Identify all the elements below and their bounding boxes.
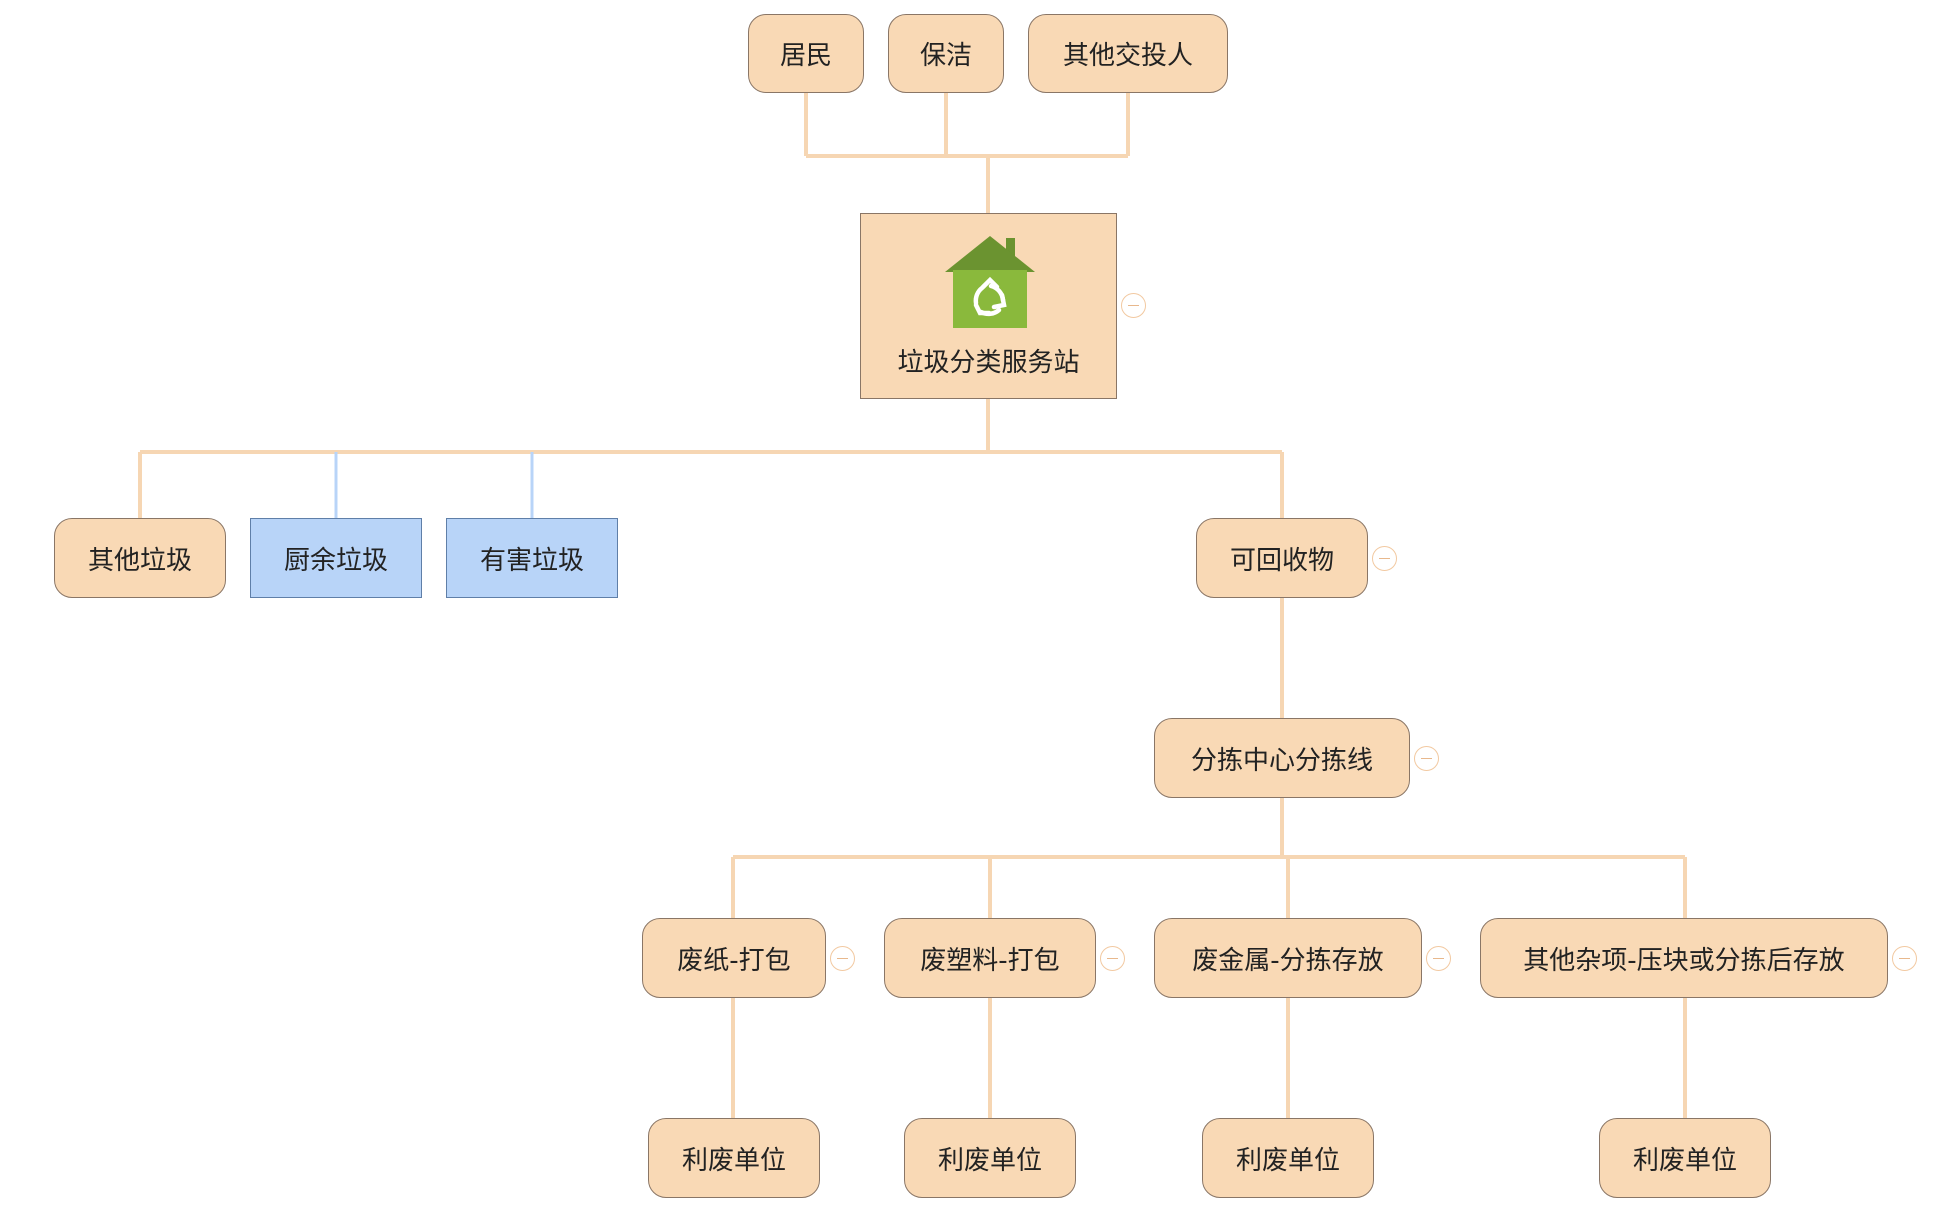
- collapse-toggle-sorting-center[interactable]: [1414, 746, 1439, 771]
- category-node-kitchen-waste[interactable]: 厨余垃圾: [250, 518, 422, 598]
- collapse-toggle-center[interactable]: [1121, 293, 1146, 318]
- process-node-waste-plastic[interactable]: 废塑料-打包: [884, 918, 1096, 998]
- endpoint-node-recycler[interactable]: 利废单位: [648, 1118, 820, 1198]
- category-node-hazardous-waste[interactable]: 有害垃圾: [446, 518, 618, 598]
- endpoint-node-recycler[interactable]: 利废单位: [1599, 1118, 1771, 1198]
- sorting-center-node[interactable]: 分拣中心分拣线: [1154, 718, 1410, 798]
- process-node-waste-paper[interactable]: 废纸-打包: [642, 918, 826, 998]
- source-node-cleaners[interactable]: 保洁: [888, 14, 1004, 93]
- category-node-recyclables[interactable]: 可回收物: [1196, 518, 1368, 598]
- source-node-other-submitters[interactable]: 其他交投人: [1028, 14, 1228, 93]
- recycle-house-icon: [945, 236, 1035, 328]
- category-node-other-waste[interactable]: 其他垃圾: [54, 518, 226, 598]
- source-node-residents[interactable]: 居民: [748, 14, 864, 93]
- collapse-toggle-waste-paper[interactable]: [830, 946, 855, 971]
- collapse-toggle-waste-plastic[interactable]: [1100, 946, 1125, 971]
- center-node-sorting-station[interactable]: 垃圾分类服务站: [860, 213, 1117, 399]
- collapse-toggle-recyclables[interactable]: [1372, 546, 1397, 571]
- center-node-label: 垃圾分类服务站: [897, 348, 1080, 378]
- endpoint-node-recycler[interactable]: 利废单位: [1202, 1118, 1374, 1198]
- process-node-waste-metal[interactable]: 废金属-分拣存放: [1154, 918, 1422, 998]
- process-node-misc-items[interactable]: 其他杂项-压块或分拣后存放: [1480, 918, 1888, 998]
- collapse-toggle-misc-items[interactable]: [1892, 946, 1917, 971]
- endpoint-node-recycler[interactable]: 利废单位: [904, 1118, 1076, 1198]
- collapse-toggle-waste-metal[interactable]: [1426, 946, 1451, 971]
